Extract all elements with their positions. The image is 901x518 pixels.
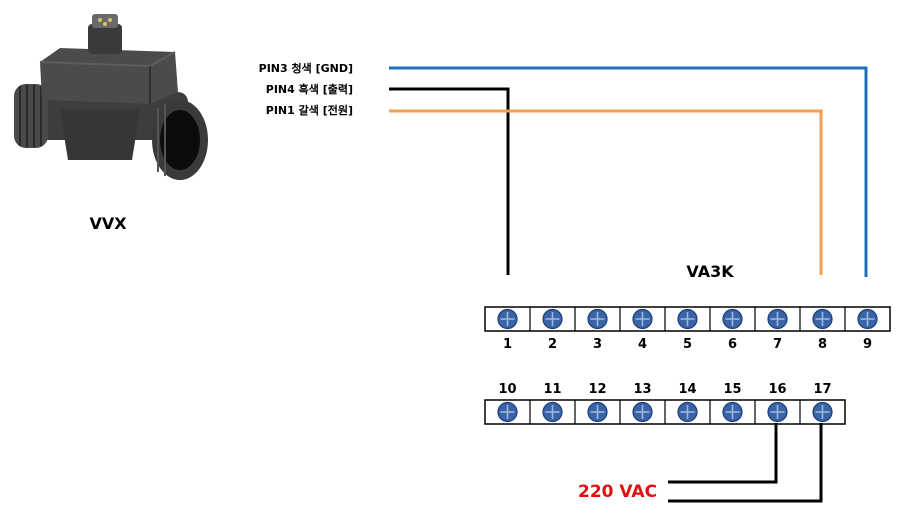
terminal-label-14: 14	[678, 382, 696, 397]
screw-icon	[767, 401, 788, 423]
terminal-block-bottom: 10 11 12 13 14 15 16 17	[484, 382, 846, 425]
screw-icon	[497, 308, 518, 330]
terminal-label-17: 17	[813, 382, 831, 397]
screw-icon	[587, 308, 608, 330]
sensor-image	[0, 0, 215, 190]
terminal-label-12: 12	[588, 382, 606, 397]
screw-icon	[542, 401, 563, 423]
wire-label-gnd: PIN3 청색 [GND]	[259, 61, 353, 75]
terminal-label-16: 16	[768, 382, 786, 397]
terminal-label-9: 9	[863, 337, 872, 352]
terminal-label-4: 4	[638, 337, 647, 352]
screw-icon	[632, 308, 653, 330]
terminal-label-13: 13	[633, 382, 651, 397]
wire-label-power: PIN1 갈색 [전원]	[266, 103, 353, 117]
screw-icon	[677, 308, 698, 330]
screw-icon	[542, 308, 563, 330]
terminal-label-7: 7	[773, 337, 782, 352]
screw-icon	[767, 308, 788, 330]
controller-name: VA3K	[686, 262, 734, 281]
screw-icon	[812, 401, 833, 423]
wire-label-output: PIN4 흑색 [출력]	[266, 82, 353, 96]
power-label: 220 VAC	[578, 482, 657, 502]
wire-power-orange	[389, 109, 823, 275]
screw-icon	[722, 401, 743, 423]
sensor-name: VVX	[89, 214, 127, 233]
screw-icon	[497, 401, 518, 423]
terminal-label-6: 6	[728, 337, 737, 352]
screw-icon	[632, 401, 653, 423]
terminal-label-5: 5	[683, 337, 692, 352]
terminal-label-15: 15	[723, 382, 741, 397]
screw-icon	[812, 308, 833, 330]
screw-icon	[677, 401, 698, 423]
wire-output-black	[389, 87, 510, 275]
terminal-label-2: 2	[548, 337, 557, 352]
terminal-block-top: 1 2 3 4 5 6 7 8 9	[484, 306, 891, 352]
terminal-label-3: 3	[593, 337, 602, 352]
terminal-label-11: 11	[543, 382, 561, 397]
screw-icon	[857, 308, 878, 330]
terminal-label-10: 10	[498, 382, 516, 397]
wire-gnd-blue	[389, 66, 868, 277]
screw-icon	[587, 401, 608, 423]
screw-icon	[722, 308, 743, 330]
terminal-label-8: 8	[818, 337, 827, 352]
terminal-label-1: 1	[503, 337, 512, 352]
power-lead-16	[668, 423, 778, 484]
power-lead-17	[668, 423, 823, 503]
